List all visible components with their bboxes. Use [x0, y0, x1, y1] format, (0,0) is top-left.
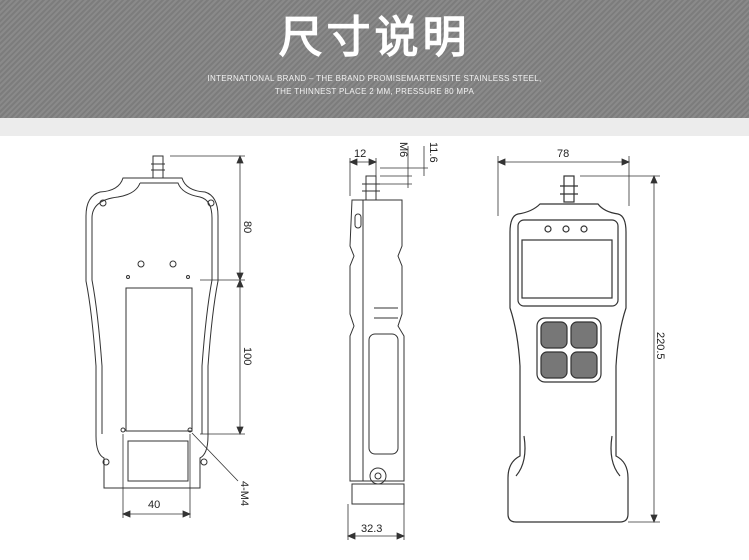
header-separator — [0, 118, 749, 136]
front-width-bottom-label: 40 — [148, 499, 160, 511]
product-width-label: 78 — [557, 148, 569, 160]
subtitle-line-2: THE THINNEST PLACE 2 MM, PRESSURE 80 MPA — [274, 87, 475, 96]
header-banner — [0, 0, 749, 118]
front-view-drawing — [85, 155, 219, 489]
side-shaft-width-label: 12 — [354, 148, 366, 160]
side-thread-label: M6 — [397, 142, 409, 157]
dimension-drawings: 80 100 40 4-M4 12 M — [85, 142, 666, 540]
front-height-upper-label: 80 — [241, 221, 253, 233]
side-thread-length-label: 11.6 — [427, 142, 439, 163]
subtitle-line-1: INTERNATIONAL BRAND – THE BRAND PROMISEM… — [207, 74, 542, 83]
product-view-dimension-lines — [496, 156, 660, 524]
side-depth-label: 32.3 — [361, 523, 382, 535]
page-title: 尺寸说明 — [278, 12, 471, 63]
side-view-drawing — [349, 175, 405, 505]
product-view-drawing — [507, 175, 629, 523]
front-view-dimension-lines — [121, 154, 245, 518]
side-view-dimension-lines — [346, 146, 428, 540]
product-length-label: 220.5 — [654, 332, 666, 360]
front-height-middle-label: 100 — [241, 347, 253, 365]
front-screw-holes-label: 4-M4 — [238, 481, 250, 506]
